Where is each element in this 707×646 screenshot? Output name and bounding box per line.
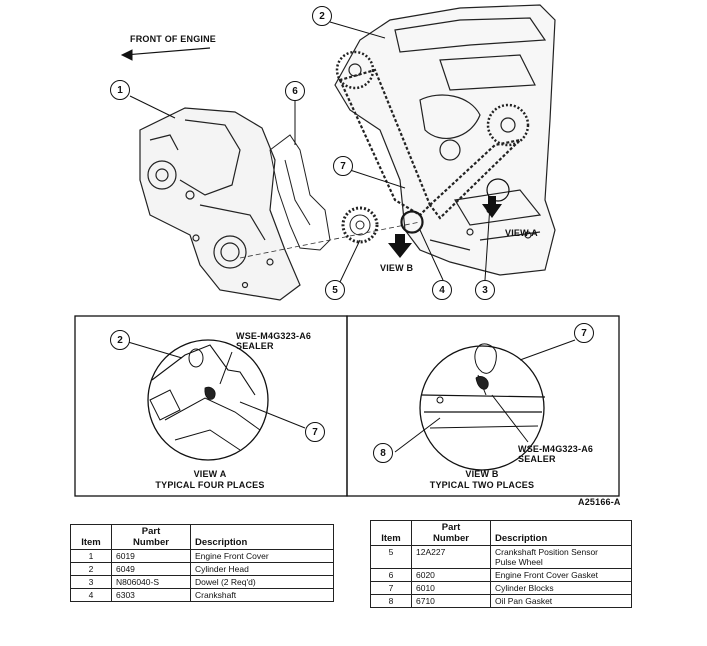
col-part-number: Part Number xyxy=(411,520,491,546)
cell-item: 7 xyxy=(370,581,412,595)
front-of-engine-label: FRONT OF ENGINE xyxy=(130,34,216,44)
leader-lines xyxy=(129,21,491,283)
col-item: Item xyxy=(370,520,412,546)
callout-item-2: 2 xyxy=(312,6,332,26)
table-row: 7 6010 Cylinder Blocks xyxy=(370,581,632,595)
sealer-word: SEALER xyxy=(236,341,274,351)
cell-desc: Cylinder Head xyxy=(190,562,334,576)
detail-box-b xyxy=(346,315,620,497)
cell-item: 2 xyxy=(70,562,112,576)
parts-table-left: Item Part Number Description 1 6019 Engi… xyxy=(70,524,334,602)
table-row: 1 6019 Engine Front Cover xyxy=(70,549,334,563)
engine-block xyxy=(334,4,556,276)
col-part-line1: Part xyxy=(141,526,161,537)
detail-b-callout-8: 8 xyxy=(373,443,393,463)
parts-table-right: Item Part Number Description 5 12A227 Cr… xyxy=(370,520,632,608)
callout-item-6: 6 xyxy=(285,81,305,101)
col-part-line1: Part xyxy=(441,522,461,533)
cell-desc: Engine Front Cover Gasket xyxy=(490,568,632,582)
front-of-engine-arrow xyxy=(120,47,211,61)
detail-a-view-note: TYPICAL FOUR PLACES xyxy=(155,480,265,490)
cell-desc: Engine Front Cover xyxy=(190,549,334,563)
detail-b-caption: VIEW B TYPICAL TWO PLACES xyxy=(412,469,552,491)
cell-desc-line1: Crankshaft Position Sensor xyxy=(495,547,598,557)
cell-part: 6049 xyxy=(111,562,191,576)
cell-part: 6010 xyxy=(411,581,491,595)
cell-part: 6303 xyxy=(111,588,191,602)
detail-b-view-title: VIEW B xyxy=(465,469,499,479)
detail-b-callout-7: 7 xyxy=(574,323,594,343)
cell-desc: Cylinder Blocks xyxy=(490,581,632,595)
cell-item: 3 xyxy=(70,575,112,589)
table-row: 4 6303 Crankshaft xyxy=(70,588,334,602)
view-a-label: VIEW A xyxy=(505,228,538,238)
detail-a-callout-7: 7 xyxy=(305,422,325,442)
callout-item-5: 5 xyxy=(325,280,345,300)
view-a-arrow xyxy=(482,196,502,218)
cell-item: 6 xyxy=(370,568,412,582)
table-row: 5 12A227 Crankshaft Position Sensor Puls… xyxy=(370,545,632,569)
callout-item-3: 3 xyxy=(475,280,495,300)
callout-item-4: 4 xyxy=(432,280,452,300)
view-circles xyxy=(400,178,510,234)
engine-front-cover xyxy=(139,107,301,301)
detail-b-view-note: TYPICAL TWO PLACES xyxy=(429,480,535,490)
table-row: 6 6020 Engine Front Cover Gasket xyxy=(370,568,632,582)
col-item: Item xyxy=(70,524,112,550)
callout-item-1: 1 xyxy=(110,80,130,100)
col-part-number: Part Number xyxy=(111,524,191,550)
cell-part: 6019 xyxy=(111,549,191,563)
detail-a-caption: VIEW A TYPICAL FOUR PLACES xyxy=(140,469,280,491)
cell-item: 1 xyxy=(70,549,112,563)
figure-id: A25166-A xyxy=(578,497,621,507)
detail-a-callout-2: 2 xyxy=(110,330,130,350)
table-row: 2 6049 Cylinder Head xyxy=(70,562,334,576)
cell-part: 12A227 xyxy=(411,545,491,569)
cell-part: N806040-S xyxy=(111,575,191,589)
cell-desc: Crankshaft xyxy=(190,588,334,602)
col-part-line2: Number xyxy=(433,533,469,544)
callout-item-7: 7 xyxy=(333,156,353,176)
sealer-spec: WSE-M4G323-A6 xyxy=(518,444,594,454)
view-b-arrow xyxy=(388,234,412,258)
table-header-row: Item Part Number Description xyxy=(70,524,334,550)
cell-desc: Dowel (2 Req'd) xyxy=(190,575,334,589)
cell-desc-line2: Pulse Wheel xyxy=(495,557,543,567)
cell-item: 4 xyxy=(70,588,112,602)
detail-a-sealer-label: WSE-M4G323-A6 SEALER xyxy=(236,331,311,351)
detail-b-sealer-label: WSE-M4G323-A6 SEALER xyxy=(518,444,593,464)
cell-desc: Crankshaft Position Sensor Pulse Wheel xyxy=(490,545,632,569)
cell-desc: Oil Pan Gasket xyxy=(490,594,632,608)
cell-part: 6020 xyxy=(411,568,491,582)
table-row: 3 N806040-S Dowel (2 Req'd) xyxy=(70,575,334,589)
cell-item: 5 xyxy=(370,545,412,569)
cell-part: 6710 xyxy=(411,594,491,608)
table-row: 8 6710 Oil Pan Gasket xyxy=(370,594,632,608)
assembly-line xyxy=(239,221,421,259)
col-description: Description xyxy=(490,520,632,546)
table-header-row: Item Part Number Description xyxy=(370,520,632,546)
sealer-word: SEALER xyxy=(518,454,556,464)
sealer-spec: WSE-M4G323-A6 xyxy=(236,331,312,341)
col-description: Description xyxy=(190,524,334,550)
pulse-wheel xyxy=(341,206,379,244)
cell-item: 8 xyxy=(370,594,412,608)
detail-a-view-title: VIEW A xyxy=(193,469,227,479)
col-part-line2: Number xyxy=(133,537,169,548)
view-b-label: VIEW B xyxy=(380,263,414,273)
